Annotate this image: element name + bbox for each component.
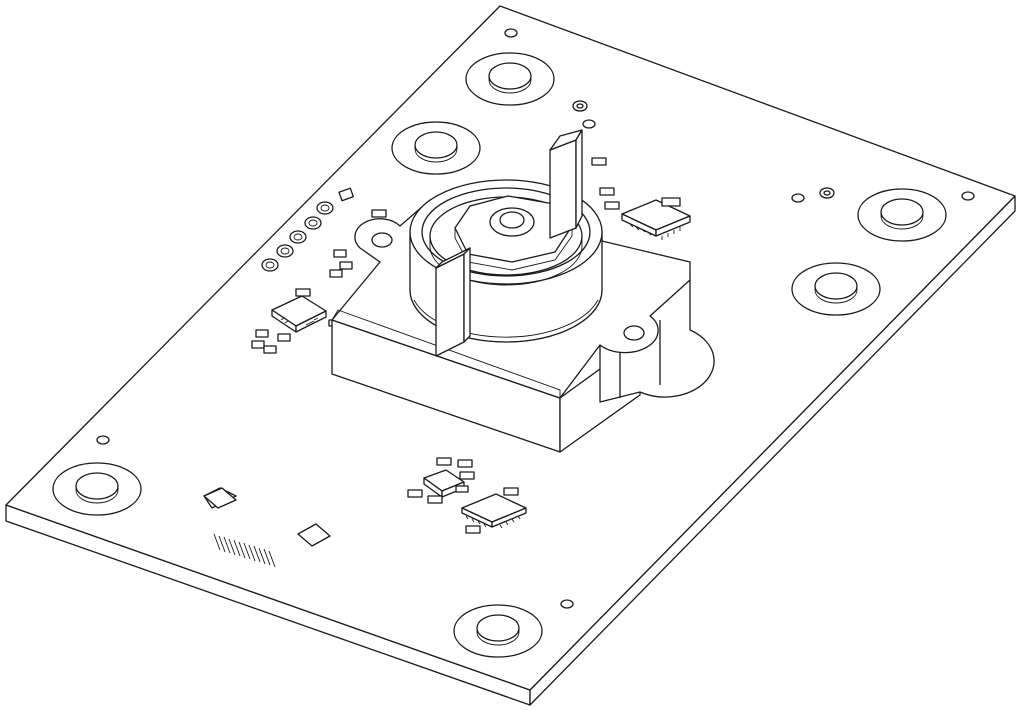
mounting-hole-bottom: [453, 604, 543, 658]
mounting-holes: [52, 52, 947, 658]
base-screw-hole-left: [371, 232, 393, 248]
mounting-hole-right-2: [791, 262, 881, 316]
bottom-ic-group: [407, 457, 527, 534]
base-right-ear: [599, 279, 715, 403]
lens-holder-posts: [435, 129, 583, 357]
mounting-hole-right-1: [857, 188, 947, 242]
bottom-left-pads: [203, 487, 331, 568]
mounting-hole-top-left-2: [391, 121, 481, 175]
left-ic-group: [251, 209, 387, 354]
post-front: [435, 253, 465, 357]
post-back: [549, 139, 577, 239]
square-pad: [338, 187, 354, 202]
header-pads: [261, 187, 354, 272]
vias: [96, 28, 975, 609]
lens-inner: [499, 211, 525, 229]
mounting-hole-top-left-1: [465, 52, 555, 106]
fpc-connector-pads: [213, 533, 276, 568]
base-screw-hole-right: [623, 325, 645, 341]
right-ic-group: [591, 157, 691, 240]
mounting-hole-bottom-left: [52, 462, 142, 516]
